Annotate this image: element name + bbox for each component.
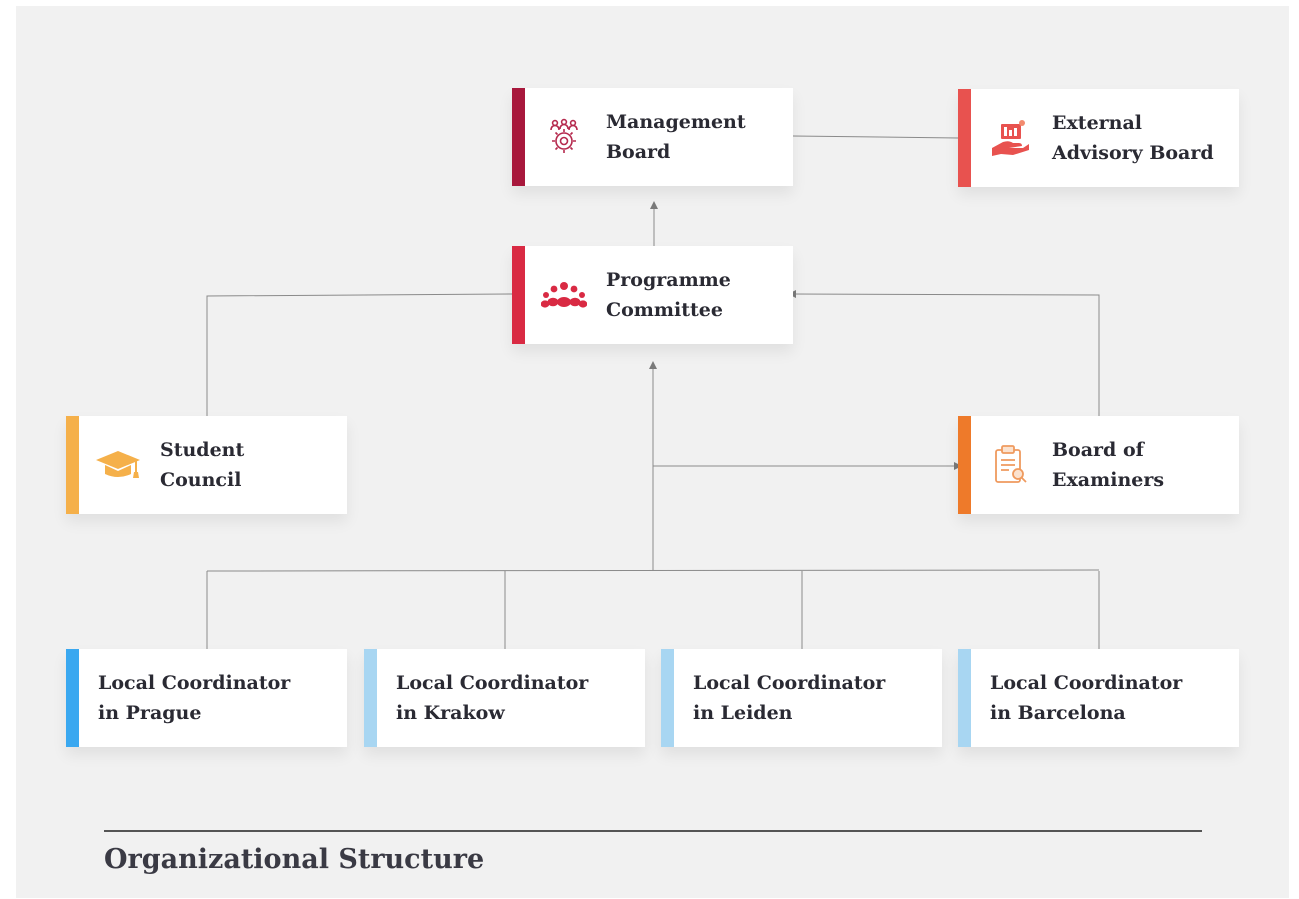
diagram-caption: Organizational Structure: [104, 844, 485, 875]
node-label: Local Coordinator in Barcelona: [990, 672, 1183, 724]
node-board-of-examiners: Board of Examiners: [958, 416, 1239, 514]
hand-chart-icon: [986, 114, 1034, 162]
node-accent-bar: [66, 416, 79, 514]
node-accent-bar: [958, 416, 971, 514]
node-accent-bar: [512, 246, 525, 344]
node-management-board: Management Board: [512, 88, 793, 186]
node-accent-bar: [958, 649, 971, 747]
node-coord-krakow: Local Coordinator in Krakow: [364, 649, 645, 747]
node-external-advisory-board: External Advisory Board: [958, 89, 1239, 187]
node-coord-barcelona: Local Coordinator in Barcelona: [958, 649, 1239, 747]
group-icon: [540, 271, 588, 319]
node-label: Student Council: [160, 439, 245, 491]
node-label: Management Board: [606, 111, 746, 163]
node-label: Local Coordinator in Prague: [98, 672, 291, 724]
node-label: Local Coordinator in Leiden: [693, 672, 886, 724]
node-label: Programme Committee: [606, 269, 731, 321]
node-label: Local Coordinator in Krakow: [396, 672, 589, 724]
node-accent-bar: [661, 649, 674, 747]
clipboard-icon: [986, 441, 1034, 489]
node-accent-bar: [364, 649, 377, 747]
node-accent-bar: [66, 649, 79, 747]
node-coord-prague: Local Coordinator in Prague: [66, 649, 347, 747]
node-student-council: Student Council: [66, 416, 347, 514]
node-accent-bar: [958, 89, 971, 187]
node-label: External Advisory Board: [1052, 112, 1214, 164]
node-accent-bar: [512, 88, 525, 186]
node-programme-committee: Programme Committee: [512, 246, 793, 344]
gear-people-icon: [540, 113, 588, 161]
graduation-cap-icon: [94, 441, 142, 489]
node-coord-leiden: Local Coordinator in Leiden: [661, 649, 942, 747]
node-label: Board of Examiners: [1052, 439, 1165, 491]
caption-divider: [104, 830, 1202, 832]
